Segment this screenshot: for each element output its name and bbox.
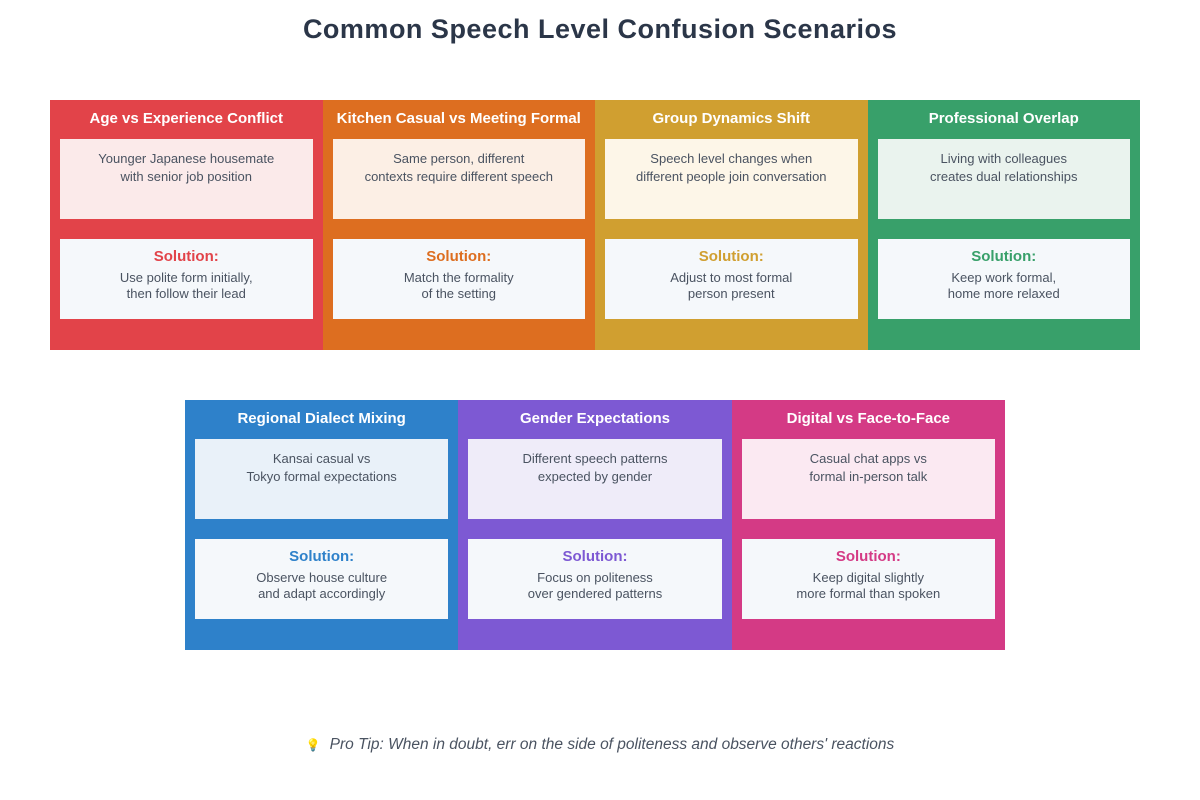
scenario-line: Younger Japanese housemate (98, 151, 275, 166)
scenario-description-box: Different speech patterns expected by ge… (468, 439, 722, 519)
solution-line: person present (687, 286, 775, 301)
scenario-description-box: Casual chat apps vs formal in-person tal… (741, 439, 995, 519)
scenario-line: formal in-person talk (809, 469, 928, 484)
solution-line: Match the formality (403, 270, 514, 285)
scenario-description-box: Kansai casual vs Tokyo formal expectatio… (195, 439, 449, 519)
solution-line: over gendered patterns (527, 586, 663, 601)
scenario-card: Digital vs Face-to-Face Casual chat apps… (731, 400, 1005, 650)
scenario-line: expected by gender (537, 469, 653, 484)
solution-line: more formal than spoken (796, 586, 941, 601)
scenario-line: contexts require different speech (364, 169, 553, 184)
scenario-description-box: Living with colleagues creates dual rela… (877, 139, 1130, 219)
solution-label: Solution: (698, 248, 764, 265)
solution-line: Adjust to most formal (670, 270, 793, 285)
solution-box: Solution: Adjust to most formal person p… (605, 239, 858, 319)
solution-label: Solution: (562, 548, 628, 565)
scenario-line: Kansai casual vs (272, 451, 371, 466)
scenario-line: Casual chat apps vs (809, 451, 927, 466)
scenario-card-title: Age vs Experience Conflict (89, 110, 283, 127)
scenario-card-title: Gender Expectations (519, 410, 671, 427)
scenario-line: Living with colleagues (940, 151, 1067, 166)
scenario-card: Group Dynamics Shift Speech level change… (595, 100, 868, 350)
scenario-card: Gender Expectations Different speech pat… (458, 400, 732, 650)
solution-label: Solution: (153, 248, 219, 265)
scenario-card: Professional Overlap Living with colleag… (867, 100, 1140, 350)
scenario-card-title: Kitchen Casual vs Meeting Formal (336, 110, 581, 127)
solution-label: Solution: (835, 548, 901, 565)
solution-box: Solution: Focus on politeness over gende… (468, 539, 722, 619)
solution-line: Observe house culture (256, 570, 388, 585)
scenario-row-bottom: Regional Dialect Mixing Kansai casual vs… (185, 400, 1005, 650)
page-title: Common Speech Level Confusion Scenarios (302, 14, 898, 44)
solution-line: home more relaxed (947, 286, 1060, 301)
solution-line: Keep work formal, (951, 270, 1057, 285)
scenario-line: creates dual relationships (930, 169, 1078, 184)
solution-box: Solution: Use polite form initially, the… (60, 239, 313, 319)
scenario-description-box: Younger Japanese housemate with senior j… (60, 139, 313, 219)
solution-label: Solution: (971, 248, 1037, 265)
lightbulb-icon: 💡 (305, 738, 321, 752)
solution-line: of the setting (421, 286, 496, 301)
scenario-line: with senior job position (120, 169, 253, 184)
scenario-description-box: Same person, different contexts require … (332, 139, 585, 219)
scenario-line: different people join conversation (635, 169, 827, 184)
solution-line: and adapt accordingly (258, 586, 386, 601)
solution-label: Solution: (426, 248, 492, 265)
scenario-description-box: Speech level changes when different peop… (605, 139, 858, 219)
solution-line: Focus on politeness (537, 570, 653, 585)
solution-line: Keep digital slightly (812, 570, 924, 585)
solution-line: then follow their lead (126, 286, 246, 301)
scenario-line: Speech level changes when (650, 151, 813, 166)
solution-box: Solution: Match the formality of the set… (332, 239, 585, 319)
scenario-card-title: Professional Overlap (928, 110, 1079, 127)
pro-tip-text: Pro Tip: When in doubt, err on the side … (329, 736, 895, 753)
solution-label: Solution: (289, 548, 355, 565)
scenario-card: Regional Dialect Mixing Kansai casual vs… (185, 400, 459, 650)
solution-box: Solution: Observe house culture and adap… (195, 539, 449, 619)
solution-line: Use polite form initially, (119, 270, 253, 285)
scenario-row-top: Age vs Experience Conflict Younger Japan… (50, 100, 1140, 350)
scenario-card-title: Group Dynamics Shift (652, 110, 811, 127)
scenario-line: Tokyo formal expectations (246, 469, 397, 484)
scenario-card-title: Digital vs Face-to-Face (786, 410, 951, 427)
scenario-line: Different speech patterns (522, 451, 668, 466)
scenario-line: Same person, different (393, 151, 525, 166)
solution-box: Solution: Keep work formal, home more re… (877, 239, 1130, 319)
solution-box: Solution: Keep digital slightly more for… (741, 539, 995, 619)
scenario-card: Kitchen Casual vs Meeting Formal Same pe… (322, 100, 595, 350)
pro-tip: 💡 Pro Tip: When in doubt, err on the sid… (0, 732, 1200, 758)
scenario-card-title: Regional Dialect Mixing (237, 410, 406, 427)
scenario-card: Age vs Experience Conflict Younger Japan… (50, 100, 323, 350)
